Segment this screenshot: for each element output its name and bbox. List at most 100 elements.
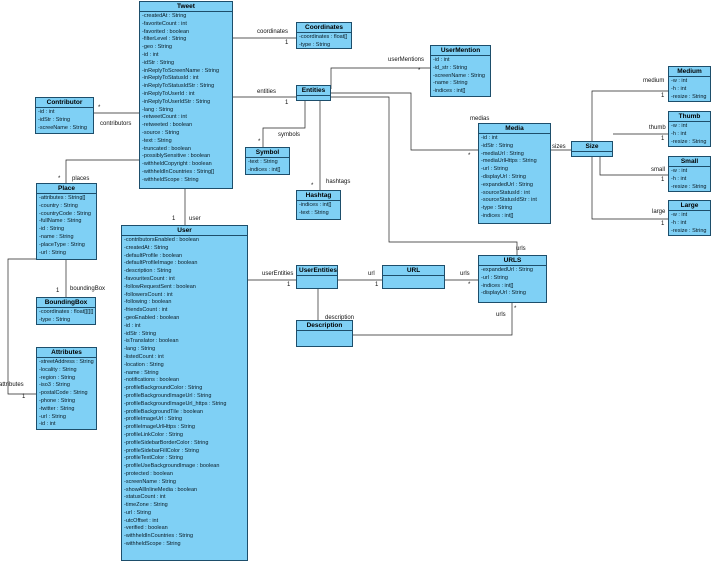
attribute-row: -utcOffset : int	[124, 517, 159, 524]
mult-urls-description: *	[514, 306, 517, 312]
attribute-row: -indices : int[]	[299, 202, 332, 208]
attribute-row: -defaultProfileImage : boolean	[124, 260, 198, 267]
attribute-row: -name : String	[124, 369, 159, 376]
attribute-row: -idStr : String	[38, 116, 71, 123]
class-place[interactable]: Place-attributes : String[]-country : St…	[36, 183, 97, 260]
class-small[interactable]: Small-w : int-h : int-resize : String	[668, 156, 711, 192]
attribute-row: -profileUseBackgroundImage : boolean	[124, 463, 220, 470]
class-size[interactable]: Size	[571, 141, 613, 157]
attribute-row: -w : int	[671, 168, 688, 174]
attribute-row: -screenName : String	[124, 478, 176, 485]
class-boundingbox[interactable]: BoundingBox-coordinates : float[][][]-ty…	[36, 297, 96, 325]
attribute-row: -timeZone : String	[124, 502, 168, 509]
attribute-row: -expandedUrl : String	[481, 267, 533, 273]
class-name: Hashtag	[297, 191, 340, 201]
class-name: UserMention	[431, 46, 490, 56]
attribute-list: -createdAt : String-favoriteCount : int-…	[140, 12, 232, 185]
attribute-row: -contributorsEnabled : boolean	[124, 237, 199, 243]
attribute-row: -text : String	[299, 209, 329, 216]
label-description: description	[325, 315, 354, 321]
attribute-row: -h : int	[671, 175, 687, 182]
class-contributor[interactable]: Contributor-id : int-idStr : String-scre…	[35, 97, 94, 134]
attribute-row: -url : String	[39, 413, 66, 420]
attribute-row: -inReplyToStatusId : int	[142, 75, 199, 82]
class-coordinates[interactable]: Coordinates-coordinates : float[]-type :…	[296, 22, 352, 49]
class-hashtag[interactable]: Hashtag-indices : int[]-text : String	[296, 190, 341, 220]
class-name: Description	[297, 321, 352, 331]
attribute-row: -mediaUrl : String	[481, 150, 524, 157]
attribute-row: -withheldScope : String	[142, 176, 199, 183]
class-large[interactable]: Large-w : int-h : int-resize : String	[668, 200, 711, 236]
attribute-row: -resize : String	[671, 138, 707, 145]
label-entities: entities	[257, 89, 276, 95]
attribute-row: -profileImageUrlHttps : String	[124, 424, 195, 431]
attribute-row: -withheldInCountries : String[]	[142, 168, 215, 175]
attribute-row: -resize : String	[671, 227, 707, 234]
attribute-row: -indices : int[]	[481, 282, 514, 289]
attribute-list: -w : int-h : int-resize : String	[669, 211, 710, 235]
class-url[interactable]: URL	[382, 265, 445, 289]
class-urls[interactable]: URLS-expandedUrl : String-url : String-i…	[478, 255, 547, 303]
class-symbol[interactable]: Symbol-text : String-indices : int[]	[245, 147, 290, 175]
label-urls-entities: urls	[516, 246, 526, 252]
attribute-list: -id : int-idStr : String-mediaUrl : Stri…	[479, 134, 550, 221]
attribute-row: -friendsCount : int	[124, 307, 168, 314]
edge-entities-symbol	[262, 101, 306, 147]
mult-userentities: 1	[287, 282, 291, 288]
attribute-row: -retweetCount : int	[142, 114, 187, 121]
edge-size-small	[599, 157, 668, 176]
attribute-row: -following : boolean	[124, 299, 172, 306]
class-description[interactable]: Description	[296, 320, 353, 347]
attribute-row: -inReplyToUserIdStr : String	[142, 98, 211, 105]
attribute-row: -profileSidebarBorderColor : String	[124, 439, 209, 446]
attribute-row: -verified : boolean	[124, 525, 168, 532]
class-thumb[interactable]: Thumb-w : int-h : int-resize : String	[668, 111, 711, 147]
attribute-row: -profileTextColor : String	[124, 455, 183, 462]
class-name: Media	[479, 124, 550, 134]
attribute-row: -id : int	[142, 51, 159, 58]
mult-medium: 1	[661, 93, 665, 99]
label-small: small	[651, 167, 665, 173]
attribute-row: -text : String	[248, 159, 278, 165]
label-usermentions: userMentions	[388, 57, 424, 63]
attribute-row: -resize : String	[671, 93, 707, 100]
attribute-row: -inReplyToUserId : int	[142, 90, 195, 97]
attribute-row: -h : int	[671, 85, 687, 92]
label-boundingbox: boundingBox	[70, 286, 105, 292]
class-name: Tweet	[140, 2, 232, 12]
class-name: Attributes	[37, 348, 96, 358]
attribute-row: -idStr : String	[142, 59, 175, 66]
class-name: Coordinates	[297, 23, 351, 33]
attribute-row: -profileBackgroundColor : String	[124, 385, 203, 392]
attribute-row: -h : int	[671, 130, 687, 137]
attribute-row: -profileImageUrl : String	[124, 416, 183, 423]
class-attributes[interactable]: Attributes-streetAddress : String-locali…	[36, 347, 97, 430]
attribute-row: -source : String	[142, 129, 180, 136]
class-name: Contributor	[36, 98, 93, 108]
class-tweet[interactable]: Tweet-createdAt : String-favoriteCount :…	[139, 1, 233, 189]
label-contributors: contributors	[100, 121, 131, 127]
attribute-row: -coordinates : float[]	[299, 34, 348, 40]
class-user[interactable]: User-contributorsEnabled : boolean-creat…	[121, 225, 248, 561]
attribute-row: -w : int	[671, 123, 688, 129]
class-usermention[interactable]: UserMention-id : int-id_str : String-scr…	[430, 45, 491, 97]
class-entities[interactable]: Entities	[296, 85, 331, 101]
attribute-row: -expandedUrl : String	[481, 181, 533, 188]
class-name: Large	[669, 201, 710, 211]
class-name: User	[122, 226, 247, 236]
label-thumb: thumb	[649, 125, 666, 131]
class-medium[interactable]: Medium-w : int-h : int-resize : String	[668, 66, 711, 102]
attribute-row: -withheldCopyright : boolean	[142, 161, 212, 168]
attribute-row: -protected : boolean	[124, 470, 173, 477]
attribute-row: -lang : String	[124, 346, 156, 353]
attribute-row: -id_str : String	[433, 64, 468, 71]
label-urls-description: urls	[496, 312, 506, 318]
label-symbols: symbols	[278, 132, 300, 138]
edge-tweet-place	[65, 159, 139, 183]
class-userentities[interactable]: UserEntities	[296, 265, 338, 289]
class-name: Small	[669, 157, 710, 167]
label-hashtags: hashtags	[326, 179, 350, 185]
class-media[interactable]: Media-id : int-idStr : String-mediaUrl :…	[478, 123, 551, 224]
attribute-row: -favoriteCount : int	[142, 20, 187, 27]
class-name: URLS	[479, 256, 546, 266]
